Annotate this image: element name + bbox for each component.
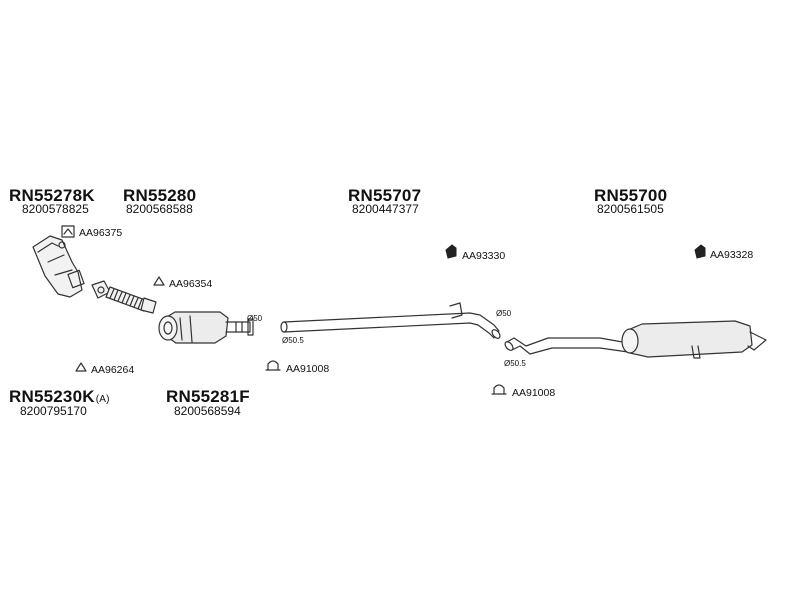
part-number-8200578825: 8200578825 xyxy=(22,202,89,216)
clamp-icon xyxy=(493,384,505,395)
exhaust-manifold-part xyxy=(32,235,85,298)
part-code-suffix: (A) xyxy=(95,394,110,405)
accessory-label-aa91008-2: AA91008 xyxy=(512,387,556,399)
accessory-label-aa96264: AA96264 xyxy=(91,364,135,376)
part-number-8200568594: 8200568594 xyxy=(174,404,241,418)
part-code-rn55700: RN55700 xyxy=(594,186,668,205)
part-code-rn55707: RN55707 xyxy=(348,186,422,205)
part-number-8200447377: 8200447377 xyxy=(352,202,419,216)
dimension-label-d50-5: Ø50.5 xyxy=(282,336,304,345)
accessory-label-aa96354: AA96354 xyxy=(169,278,213,290)
gasket-icon xyxy=(75,362,87,372)
dimension-label-d50: Ø50 xyxy=(496,309,512,318)
rubber-hanger-icon xyxy=(694,244,706,259)
clamp-icon xyxy=(267,360,279,371)
gasket-icon xyxy=(61,225,75,238)
accessory-label-aa91008-1: AA91008 xyxy=(286,363,330,375)
intermediate-pipe-part xyxy=(280,302,501,339)
rubber-hanger-icon xyxy=(445,244,457,259)
gasket-icon-detail xyxy=(63,228,73,235)
part-number-8200795170: 8200795170 xyxy=(20,404,87,418)
rear-silencer-part xyxy=(504,320,767,359)
part-code-rn55281f: RN55281F xyxy=(166,387,250,406)
accessory-label-aa93328: AA93328 xyxy=(710,249,754,261)
accessory-label-aa93330: AA93330 xyxy=(462,250,506,262)
part-number-8200561505: 8200561505 xyxy=(597,202,664,216)
part-code-rn55230k: RN55230K(A) xyxy=(9,387,110,407)
part-code-rn55278k: RN55278K xyxy=(9,186,95,205)
dimension-label-d50-5: Ø50.5 xyxy=(504,359,526,368)
part-code-text: RN55230K xyxy=(9,387,95,406)
gasket-icon xyxy=(153,276,165,286)
accessory-label-aa96375: AA96375 xyxy=(79,227,123,239)
part-code-rn55280: RN55280 xyxy=(123,186,197,205)
part-number-8200568588: 8200568588 xyxy=(126,202,193,216)
flexible-pipe-part xyxy=(91,280,157,314)
dimension-label-d50: Ø50 xyxy=(247,314,263,323)
catalytic-converter-part xyxy=(158,311,254,344)
